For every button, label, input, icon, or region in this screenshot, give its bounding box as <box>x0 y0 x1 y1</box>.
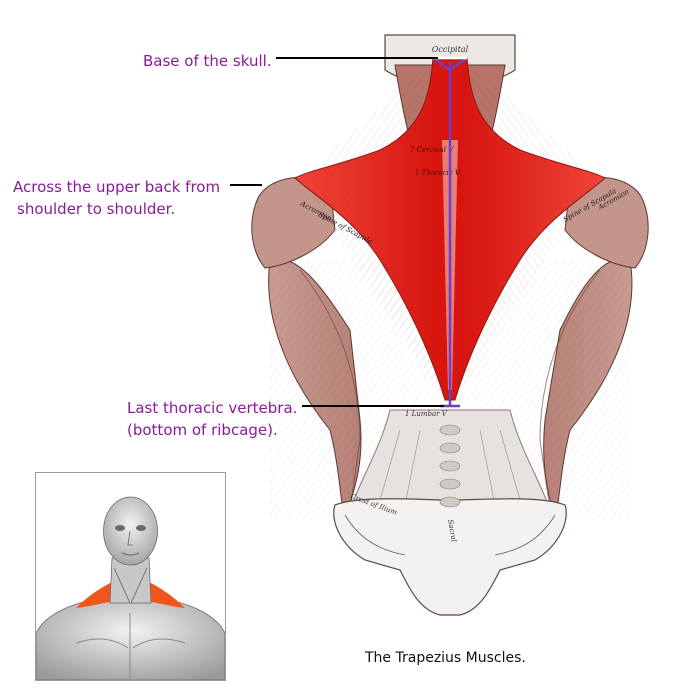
pelvis <box>333 498 567 616</box>
label-lower-line1: Last thoracic vertebra. <box>127 399 298 417</box>
sacral-text: Sacral <box>446 519 458 543</box>
thoracic-text: 1 Thoracic V <box>415 169 461 177</box>
lumbar-text: 1 Lumbar V <box>405 410 448 418</box>
inset-trapezius-highlight <box>76 581 116 608</box>
occipital-text: Occipital <box>432 45 469 54</box>
label-last-thoracic-vertebra: Last thoracic vertebra. (bottom of ribca… <box>127 397 297 441</box>
inset-front-view-image <box>35 472 226 681</box>
label-upper-line2: shoulder to shoulder. <box>17 200 176 218</box>
front-view-figure <box>36 496 225 680</box>
figure-caption: The Trapezius Muscles. <box>365 650 526 666</box>
label-upper-back: Across the upper back from shoulder to s… <box>13 176 220 220</box>
lumbar-vertebrae <box>439 424 461 508</box>
inset-head <box>103 496 158 566</box>
cervical-text: 7 Cervical V <box>410 146 454 154</box>
label-lower-line2: (bottom of ribcage). <box>127 421 278 439</box>
label-skull-text: Base of the skull. <box>143 52 272 70</box>
label-base-of-skull: Base of the skull. <box>143 50 272 72</box>
label-upper-line1: Across the upper back from <box>13 178 221 196</box>
